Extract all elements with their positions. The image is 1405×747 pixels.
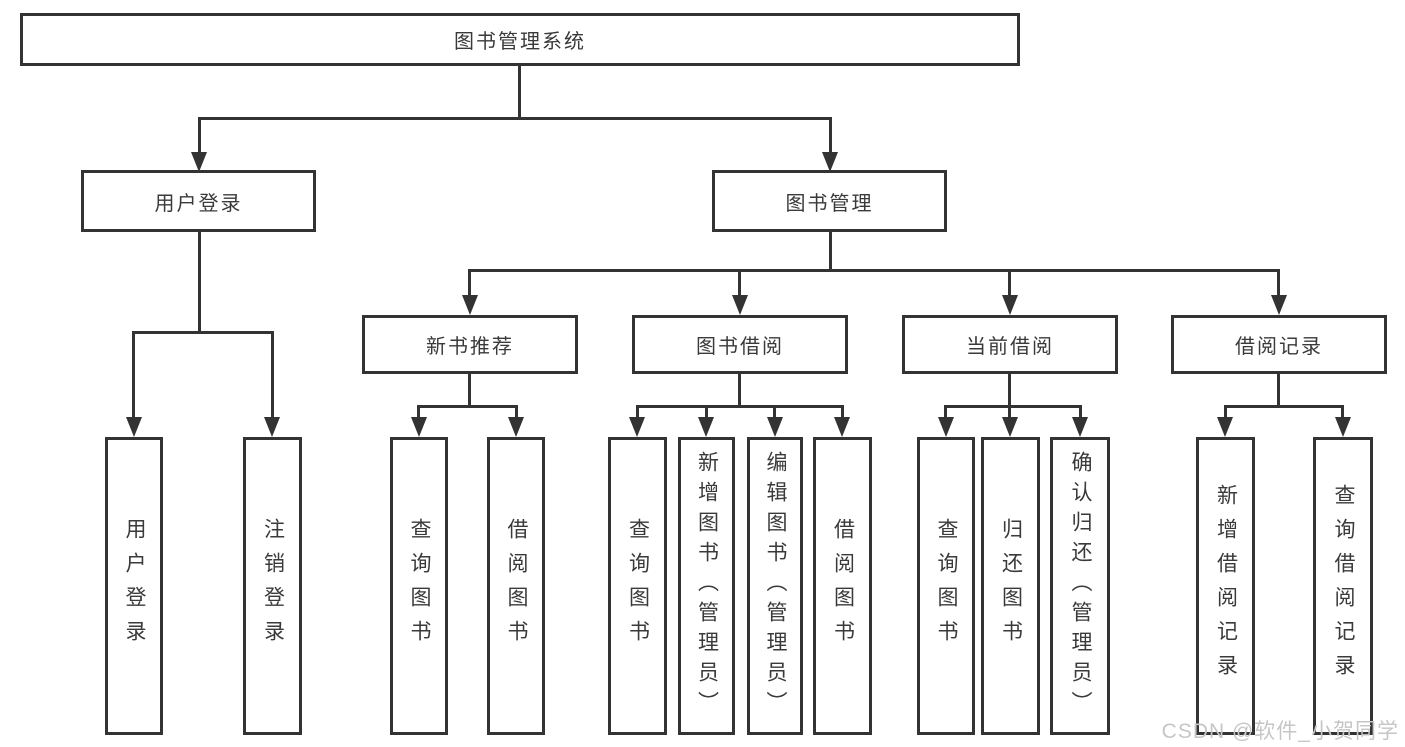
arrow-down-icon <box>1271 295 1287 315</box>
node-book-management: 图书管理 <box>712 170 947 232</box>
leaf-borrowing-query-books: 查询图书 <box>608 437 667 735</box>
connector-drop <box>132 331 135 419</box>
leaf-user-login: 用户登录 <box>105 437 163 735</box>
leaf-records-add-borrow-record: 新增借阅记录 <box>1196 437 1255 735</box>
connector-drop <box>1224 405 1227 419</box>
leaf-recommend-borrow-books: 借阅图书 <box>487 437 545 735</box>
connector-drop <box>271 331 274 419</box>
connector-bar <box>636 405 844 408</box>
connector-drop <box>1079 405 1082 419</box>
node-borrow-records: 借阅记录 <box>1171 315 1387 374</box>
leaf-borrowing-add-books-admin: 新增图书（管理员） <box>678 437 735 735</box>
connector-drop <box>829 117 832 155</box>
arrow-down-icon <box>1217 417 1233 437</box>
arrow-down-icon <box>834 417 850 437</box>
node-library-system: 图书管理系统 <box>20 13 1020 66</box>
connector-bar <box>132 331 274 334</box>
node-label: 借阅图书 <box>831 518 855 654</box>
node-label: 确认归还（管理员） <box>1069 451 1092 721</box>
arrow-down-icon <box>1002 417 1018 437</box>
node-label: 查询图书 <box>626 518 650 654</box>
connector-drop <box>417 405 420 419</box>
node-label: 新增图书（管理员） <box>695 451 719 721</box>
connector-drop <box>773 405 776 419</box>
connector-root-bar <box>198 117 832 120</box>
node-label: 借阅记录 <box>1235 336 1323 358</box>
leaf-logout: 注销登录 <box>243 437 302 735</box>
connector-drop <box>468 269 471 298</box>
connector-drop <box>636 405 639 419</box>
connector-stem <box>738 374 741 408</box>
connector-drop <box>705 405 708 419</box>
node-label: 图书管理系统 <box>454 31 586 53</box>
arrow-down-icon <box>462 295 478 315</box>
leaf-recommend-query-books: 查询图书 <box>390 437 448 735</box>
node-label: 查询借阅记录 <box>1332 484 1355 688</box>
leaf-records-query-borrow-record: 查询借阅记录 <box>1313 437 1373 735</box>
node-current-borrowing: 当前借阅 <box>902 315 1118 374</box>
arrow-down-icon <box>767 417 783 437</box>
arrow-down-icon <box>629 417 645 437</box>
connector-root-stem <box>518 66 521 120</box>
leaf-current-confirm-return-admin: 确认归还（管理员） <box>1050 437 1110 735</box>
node-label: 新书推荐 <box>426 336 514 358</box>
node-new-book-recommend: 新书推荐 <box>362 315 578 374</box>
node-label: 借阅图书 <box>505 518 528 654</box>
node-book-borrowing: 图书借阅 <box>632 315 848 374</box>
connector-drop <box>1277 269 1280 298</box>
arrow-down-icon <box>1335 417 1351 437</box>
connector-drop <box>841 405 844 419</box>
leaf-current-query-books: 查询图书 <box>917 437 975 735</box>
node-label: 归还图书 <box>999 518 1023 654</box>
connector-drop <box>198 117 201 155</box>
connector-bar <box>1224 405 1344 408</box>
arrow-down-icon <box>126 417 142 437</box>
leaf-borrowing-edit-books-admin: 编辑图书（管理员） <box>747 437 803 735</box>
connector-stem <box>1277 374 1280 408</box>
connector-drop <box>1008 405 1011 419</box>
arrow-down-icon <box>822 152 838 172</box>
watermark: CSDN @软件_小贺同学 <box>1161 720 1399 743</box>
arrow-down-icon <box>264 417 280 437</box>
leaf-borrowing-borrow-books: 借阅图书 <box>813 437 872 735</box>
connector-bar <box>468 269 1280 272</box>
node-label: 图书管理 <box>785 192 874 215</box>
connector-stem <box>829 232 832 272</box>
node-label: 当前借阅 <box>966 336 1054 358</box>
node-label: 用户登录 <box>154 192 243 215</box>
arrow-down-icon <box>1002 295 1018 315</box>
arrow-down-icon <box>191 152 207 172</box>
connector-drop <box>1008 269 1011 298</box>
connector-drop <box>515 405 518 419</box>
arrow-down-icon <box>411 417 427 437</box>
node-user-login: 用户登录 <box>81 170 316 232</box>
arrow-down-icon <box>698 417 714 437</box>
node-label: 用户登录 <box>123 518 146 654</box>
arrow-down-icon <box>938 417 954 437</box>
node-label: 查询图书 <box>935 518 958 654</box>
connector-drop <box>1341 405 1344 419</box>
node-label: 查询图书 <box>408 518 431 654</box>
arrow-down-icon <box>508 417 524 437</box>
node-label: 新增借阅记录 <box>1214 484 1238 688</box>
node-label: 图书借阅 <box>696 336 784 358</box>
connector-bar <box>417 405 518 408</box>
connector-stem <box>1008 374 1011 408</box>
connector-stem <box>198 232 201 333</box>
connector-stem <box>468 374 471 408</box>
arrow-down-icon <box>732 295 748 315</box>
connector-drop <box>738 269 741 298</box>
connector-drop <box>944 405 947 419</box>
node-label: 编辑图书（管理员） <box>764 451 787 721</box>
node-label: 注销登录 <box>261 518 285 654</box>
arrow-down-icon <box>1072 417 1088 437</box>
connector-bar <box>944 405 1082 408</box>
leaf-current-return-books: 归还图书 <box>981 437 1040 735</box>
